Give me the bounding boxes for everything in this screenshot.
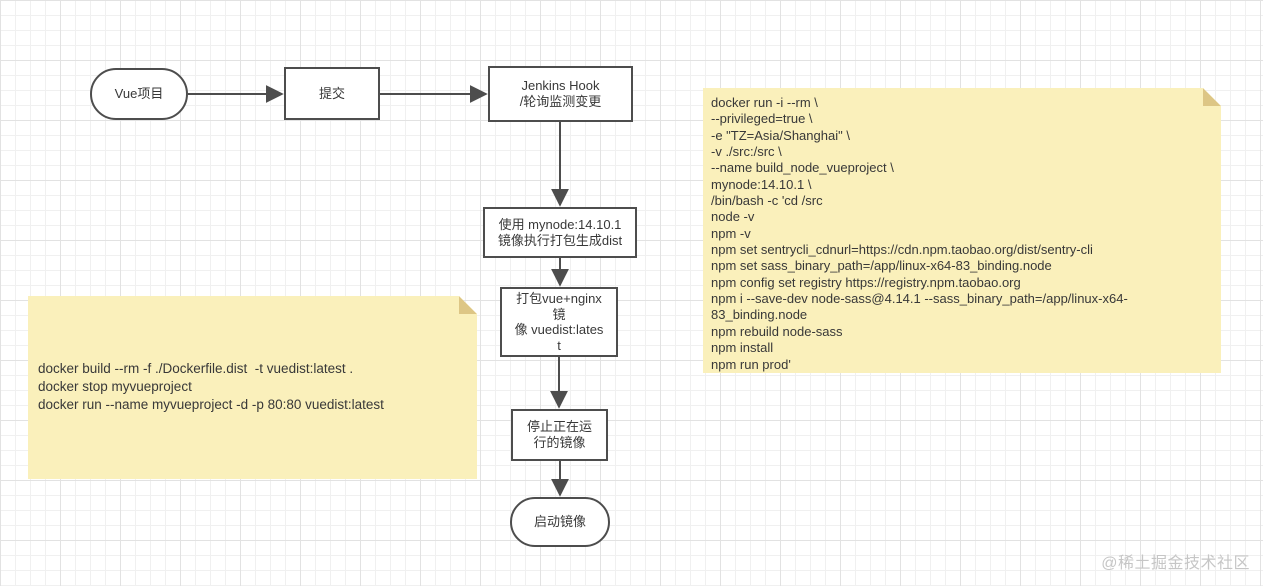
node-start-image: 启动镜像 — [510, 497, 610, 547]
node-jenkins-hook: Jenkins Hook /轮询监测变更 — [488, 66, 633, 122]
node-package-image: 打包vue+nginx 镜 像 vuedist:lates t — [500, 287, 618, 357]
note-text-docker-run: docker run -i --rm \ --privileged=true \… — [711, 95, 1128, 372]
node-build-dist: 使用 mynode:14.10.1 镜像执行打包生成dist — [483, 207, 637, 258]
node-commit: 提交 — [284, 67, 380, 120]
note-text-docker-build: docker build --rm -f ./Dockerfile.dist -… — [38, 361, 384, 413]
node-vue-project: Vue项目 — [90, 68, 188, 120]
juejin-watermark: @稀土掘金技术社区 — [1101, 555, 1250, 572]
note-fold-corner-icon — [1203, 88, 1221, 106]
note-fold-corner-icon — [459, 296, 477, 314]
node-stop-image: 停止正在运 行的镜像 — [511, 409, 608, 461]
sticky-note-docker-build: docker build --rm -f ./Dockerfile.dist -… — [28, 296, 477, 479]
sticky-note-docker-run: docker run -i --rm \ --privileged=true \… — [703, 88, 1221, 373]
